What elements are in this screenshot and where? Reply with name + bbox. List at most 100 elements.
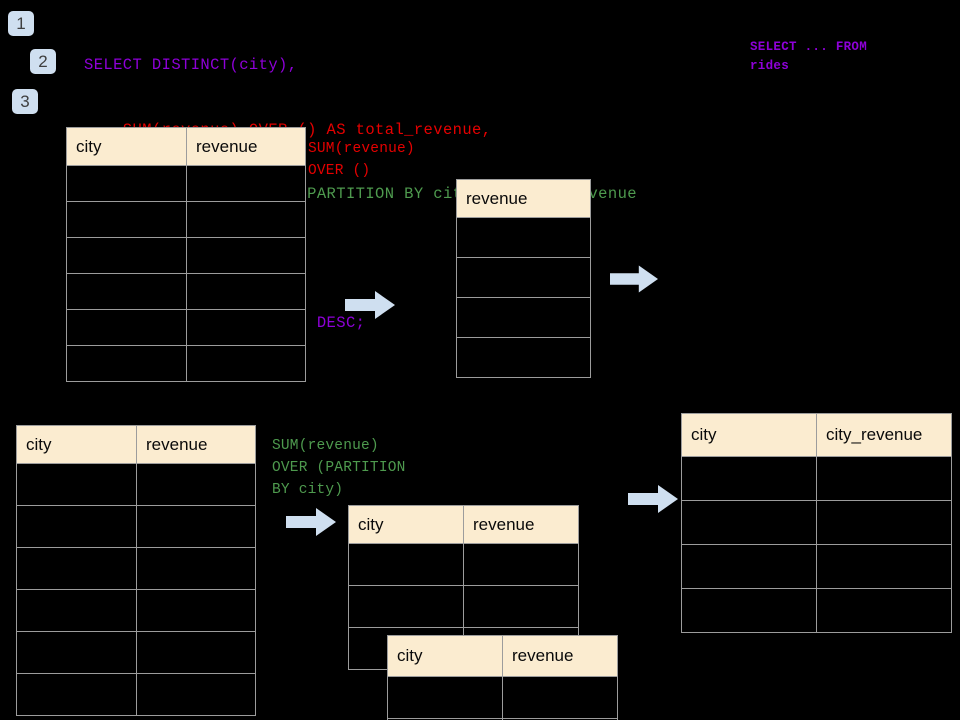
cell-city [66, 345, 187, 382]
cell-revenue [136, 463, 256, 506]
rides-source-table-partitioned: city revenue [16, 425, 256, 716]
cell-city [16, 589, 137, 632]
table-row [348, 585, 579, 628]
annotation-city-revenue: SUM(revenue) OVER (PARTITION BY city) [272, 438, 406, 498]
table-row [456, 337, 591, 378]
cell-revenue [136, 547, 256, 590]
step-badge-2: 2 [30, 49, 56, 74]
partition-group-table-back: city revenue [348, 505, 579, 670]
cell-city [16, 463, 137, 506]
cell-city-revenue [816, 500, 952, 545]
cell-city [348, 585, 464, 628]
cell-revenue [456, 337, 591, 378]
table-row [66, 309, 306, 346]
table-row [681, 456, 952, 501]
table-row [681, 544, 952, 589]
cell-revenue [502, 718, 618, 720]
column-header-revenue: revenue [136, 425, 256, 464]
table-row [16, 505, 256, 548]
step-badge-1: 1 [8, 11, 34, 36]
table-row [456, 257, 591, 298]
cell-city [681, 544, 817, 589]
table-row [16, 463, 256, 506]
cell-city [681, 588, 817, 633]
cell-city-revenue [816, 544, 952, 589]
table-header-row: city revenue [348, 505, 579, 544]
table-row [456, 297, 591, 338]
rides-source-table: city revenue [66, 127, 306, 382]
cell-revenue [456, 217, 591, 258]
column-header-revenue: revenue [456, 179, 591, 218]
table-row [387, 676, 618, 719]
sql-line-select: SELECT DISTINCT(city), [84, 56, 298, 74]
table-row [348, 543, 579, 586]
annotation-total-revenue: SUM(revenue) OVER () [308, 141, 415, 179]
cell-revenue [136, 673, 256, 716]
cell-revenue [186, 345, 306, 382]
cell-city [681, 500, 817, 545]
table-header-row: revenue [456, 179, 591, 218]
cell-city-revenue [816, 456, 952, 501]
column-header-revenue: revenue [502, 635, 618, 677]
table-row [66, 237, 306, 274]
cell-revenue [136, 631, 256, 674]
partition-group-table-front: city revenue [387, 635, 618, 720]
table-row [66, 201, 306, 238]
column-header-city: city [66, 127, 187, 166]
table-row [387, 718, 618, 720]
column-header-revenue: revenue [463, 505, 579, 544]
cell-city [16, 505, 137, 548]
result-table: city city_revenue [681, 413, 952, 633]
table-row [681, 588, 952, 633]
cell-revenue [186, 273, 306, 310]
cell-city [66, 201, 187, 238]
arrow-source-to-total [345, 291, 395, 319]
cell-city [66, 309, 187, 346]
table-header-row: city revenue [16, 425, 256, 464]
cell-revenue [186, 309, 306, 346]
arrow-partition-to-result [628, 485, 678, 513]
cell-revenue [186, 165, 306, 202]
column-header-city: city [16, 425, 137, 464]
table-header-row: city city_revenue [681, 413, 952, 457]
cell-city [66, 237, 187, 274]
cell-city-revenue [816, 588, 952, 633]
cell-city [681, 456, 817, 501]
table-row [16, 631, 256, 674]
total-revenue-table: revenue [456, 179, 591, 378]
cell-city [16, 631, 137, 674]
column-header-city-revenue: city_revenue [816, 413, 952, 457]
cell-revenue [463, 585, 579, 628]
table-header-row: city revenue [66, 127, 306, 166]
table-header-row: city revenue [387, 635, 618, 677]
cell-revenue [456, 297, 591, 338]
column-header-city: city [387, 635, 503, 677]
sql-note-select-from: SELECT ... FROM rides [750, 40, 868, 73]
table-row [16, 673, 256, 716]
cell-city [16, 547, 137, 590]
table-row [16, 589, 256, 632]
arrow-total-to-result [610, 265, 658, 293]
cell-city [348, 543, 464, 586]
column-header-revenue: revenue [186, 127, 306, 166]
cell-revenue [502, 676, 618, 719]
table-row [66, 345, 306, 382]
cell-revenue [186, 201, 306, 238]
table-row [66, 273, 306, 310]
cell-revenue [463, 543, 579, 586]
cell-city [387, 676, 503, 719]
table-row [16, 547, 256, 590]
column-header-city: city [681, 413, 817, 457]
table-row [66, 165, 306, 202]
cell-revenue [136, 505, 256, 548]
cell-revenue [456, 257, 591, 298]
table-row [681, 500, 952, 545]
table-row [456, 217, 591, 258]
column-header-city: city [348, 505, 464, 544]
cell-city [66, 165, 187, 202]
cell-revenue [136, 589, 256, 632]
step-badge-3: 3 [12, 89, 38, 114]
cell-city [16, 673, 137, 716]
cell-city [66, 273, 187, 310]
